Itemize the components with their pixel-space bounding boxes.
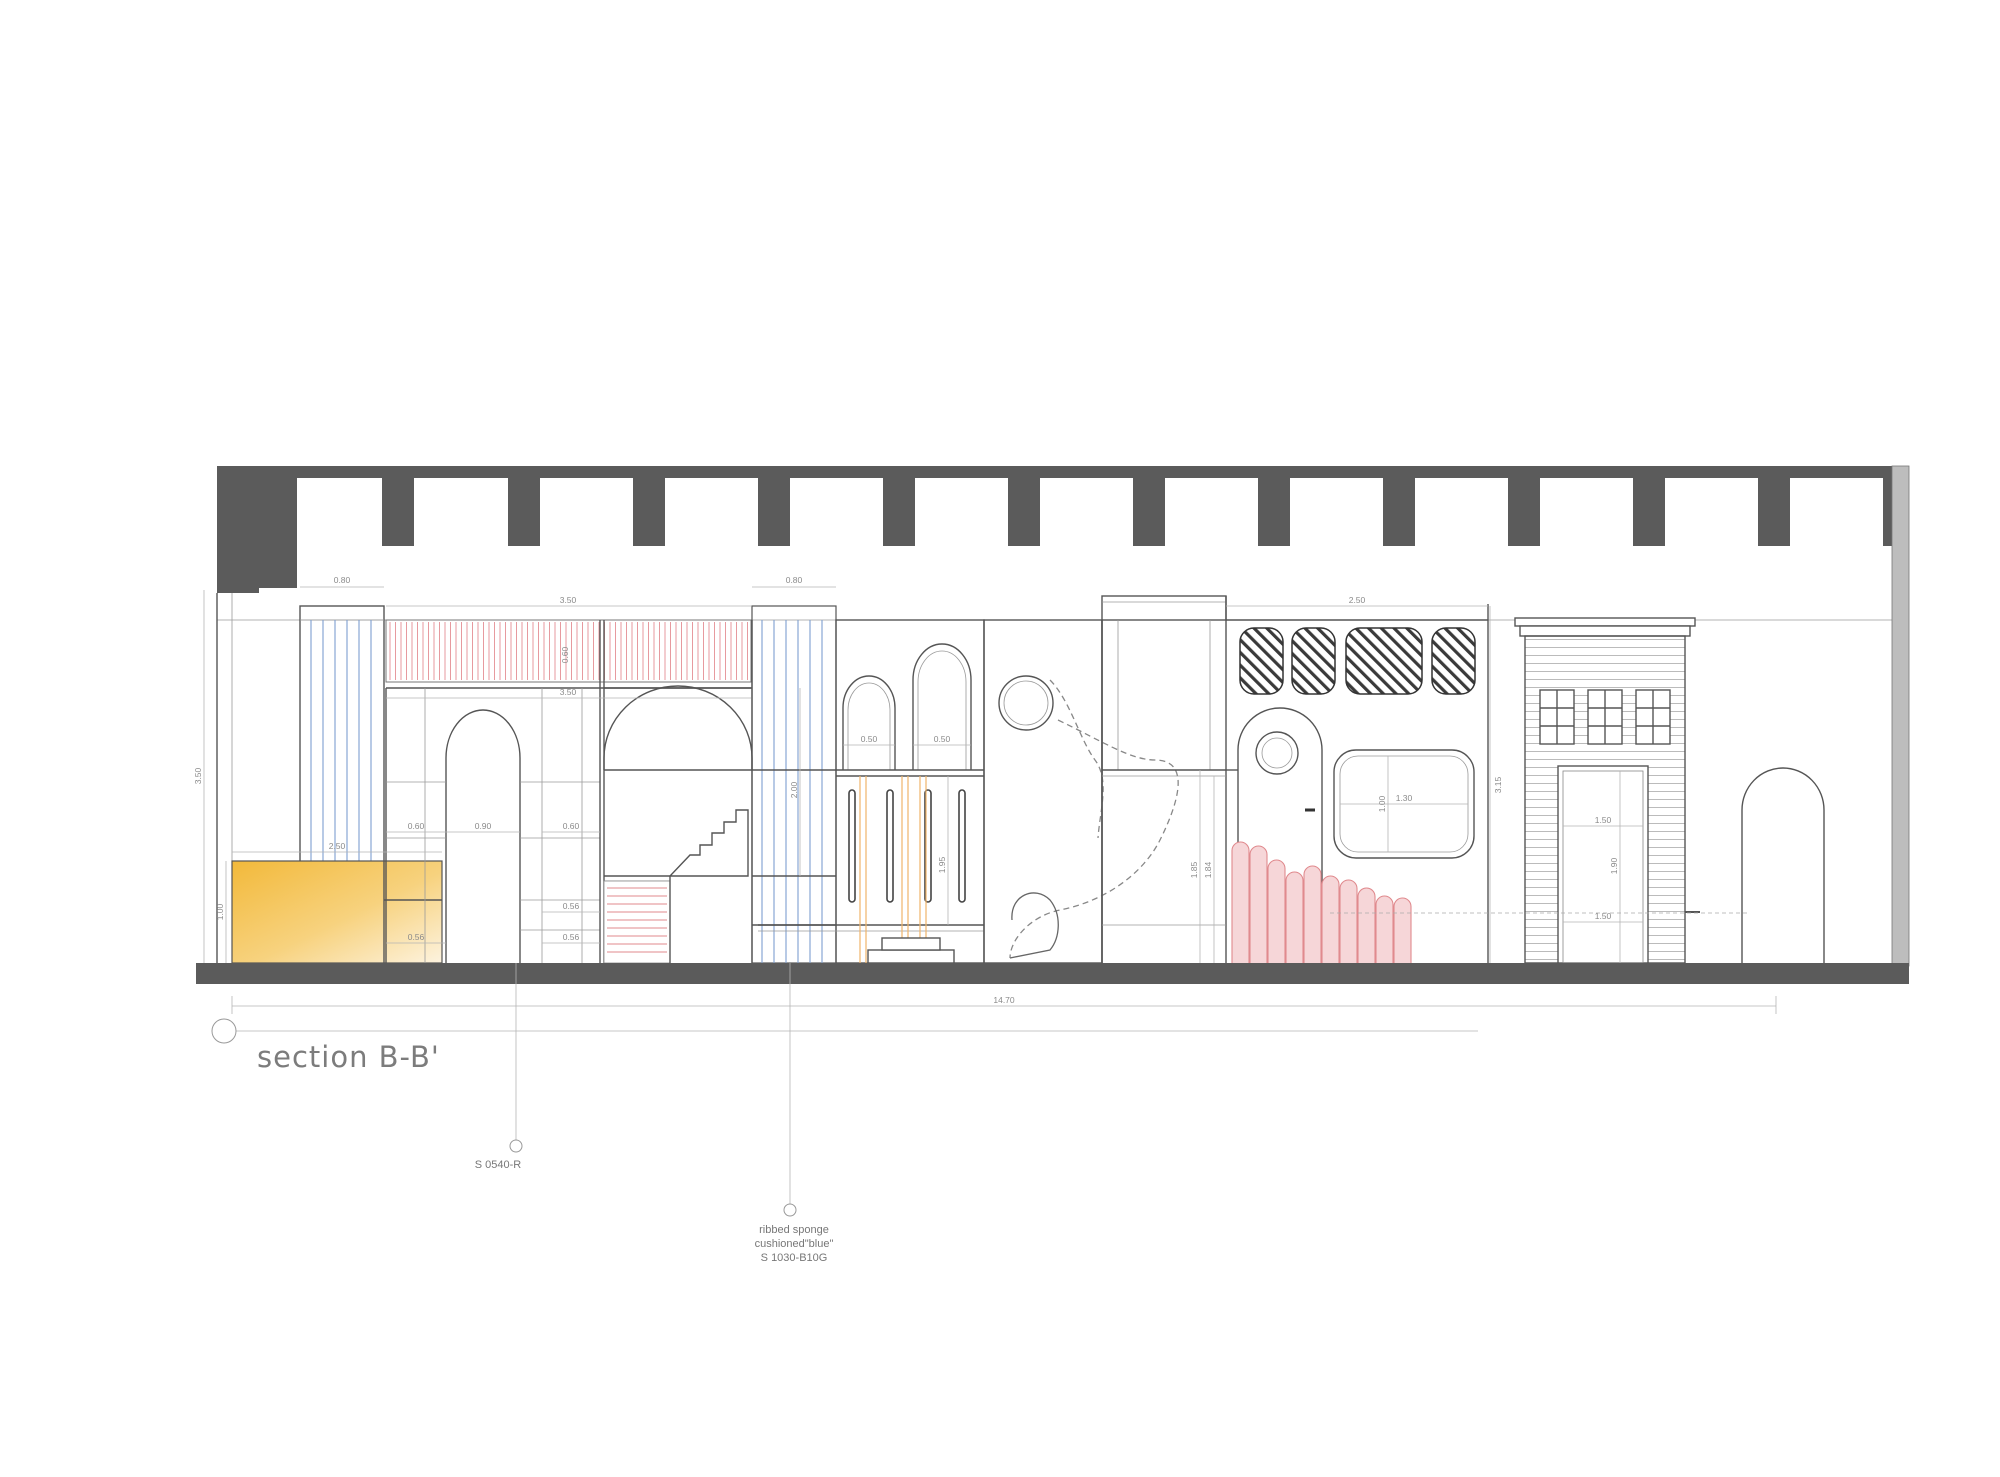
slide-section xyxy=(983,619,1179,964)
ceiling-structure xyxy=(217,466,1893,621)
callout-2-line-3: S 1030-B10G xyxy=(761,1252,828,1264)
fence-picket xyxy=(1375,895,1394,963)
section-marker xyxy=(211,1018,237,1044)
dim-width-250-low: 2.50 xyxy=(329,841,346,851)
dim-width-056-b: 0.56 xyxy=(563,932,580,942)
vertical-poles xyxy=(848,776,966,963)
yellow-panel xyxy=(231,860,443,964)
dim-width-080-mid: 0.80 xyxy=(786,575,803,585)
dim-width-150-b: 1.50 xyxy=(1595,911,1612,921)
dim-height-185: 1.85 xyxy=(1189,861,1199,878)
pole xyxy=(848,789,856,903)
fence-picket xyxy=(1303,865,1322,963)
fence-picket xyxy=(1231,841,1250,963)
fence-picket xyxy=(1321,875,1340,963)
arched-window-frame xyxy=(758,619,985,964)
house-windows xyxy=(1539,689,1671,745)
arch-shelf-unit xyxy=(385,620,601,963)
dim-height-060: 0.60 xyxy=(560,646,570,663)
dim-width-250: 2.50 xyxy=(1349,595,1366,605)
dim-width-050-b: 0.50 xyxy=(934,734,951,744)
dim-width-150-a: 1.50 xyxy=(1595,815,1612,825)
dim-height-195: 1.95 xyxy=(937,856,947,873)
fence-picket xyxy=(1249,845,1268,963)
tower xyxy=(1101,595,1227,963)
dim-width-050-a: 0.50 xyxy=(861,734,878,744)
right-wall xyxy=(1891,465,1910,967)
fence-picket xyxy=(1393,897,1412,963)
callout-ribbed-sponge: ribbed sponge cushioned"blue" S 1030-B10… xyxy=(755,963,834,1264)
arch-opening-right xyxy=(1741,767,1825,963)
dim-height-200: 2.00 xyxy=(789,781,799,798)
dim-width-130: 1.30 xyxy=(1396,793,1413,803)
house-facade xyxy=(1514,617,1700,964)
dim-width-056-a: 0.56 xyxy=(563,901,580,911)
dim-height-100-window: 1.00 xyxy=(1377,795,1387,812)
blue-ribbed-column-left xyxy=(299,605,385,863)
dim-width-060-a: 0.60 xyxy=(408,821,425,831)
callout-s0540r: S 0540-R xyxy=(475,963,523,1171)
dim-width-090: 0.90 xyxy=(475,821,492,831)
pink-slat-band xyxy=(385,619,752,689)
dim-total-length: 14.70 xyxy=(993,995,1015,1005)
callout-1-line-1: S 0540-R xyxy=(475,1159,522,1171)
fence-picket xyxy=(1267,859,1286,963)
dim-width-080-left: 0.80 xyxy=(334,575,351,585)
fence-picket xyxy=(1357,887,1376,963)
dim-width-056-c: 0.56 xyxy=(408,932,425,942)
callout-2-line-1: ribbed sponge xyxy=(759,1224,829,1236)
dim-height-350: 3.50 xyxy=(193,767,203,784)
dim-width-060-b: 0.60 xyxy=(563,821,580,831)
dimension-labels: 0.80 3.50 0.80 2.50 3.50 0.60 3.50 0.60 … xyxy=(193,575,1619,1005)
dim-height-315: 3.15 xyxy=(1493,776,1503,793)
floor-slab xyxy=(196,963,1909,984)
dim-height-100: 1.00 xyxy=(215,903,225,920)
fence-picket xyxy=(1339,879,1358,963)
section-title: section B-B' xyxy=(257,1040,440,1074)
dim-height-190: 1.90 xyxy=(1609,857,1619,874)
step-blocks xyxy=(867,937,955,964)
fence-picket xyxy=(1285,871,1304,963)
callout-2-line-2: cushioned"blue" xyxy=(755,1238,834,1250)
pole xyxy=(958,789,966,903)
pink-slats xyxy=(389,622,748,680)
stair-lines xyxy=(607,887,667,953)
dim-width-350-inner: 3.50 xyxy=(560,687,577,697)
pole xyxy=(886,789,894,903)
house-door xyxy=(1557,765,1649,964)
dim-width-350-top: 3.50 xyxy=(560,595,577,605)
dim-height-184: 1.84 xyxy=(1203,861,1213,878)
dimension-lines xyxy=(203,586,1777,1032)
